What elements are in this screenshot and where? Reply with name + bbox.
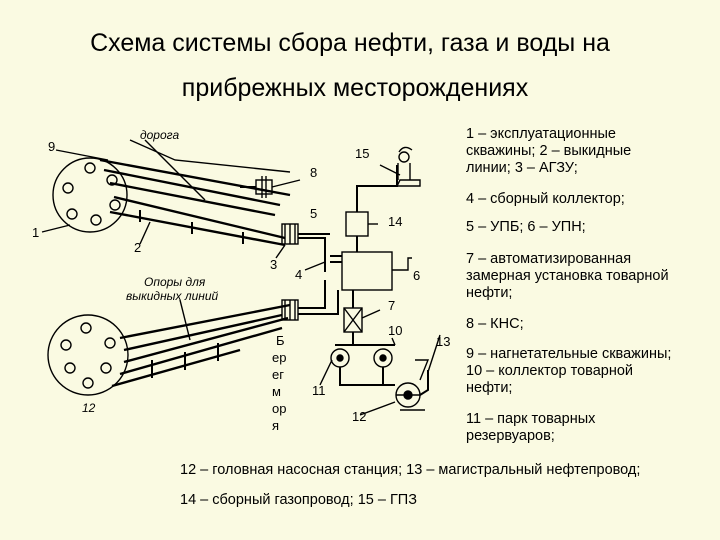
label-shore: Б [276,333,285,348]
label-2: 2 [134,240,141,255]
label-road: дорога [140,128,179,142]
label-shore: я [272,418,279,433]
label-4: 4 [295,267,302,282]
label-13: 13 [436,334,450,349]
well-marker [80,322,92,334]
label-10: 10 [388,323,402,338]
well-marker [106,174,118,186]
label-8: 8 [310,165,317,180]
label-shore: м [272,384,281,399]
label-5: 5 [310,206,317,221]
label-supports: Опоры для [144,275,206,289]
well-marker [66,208,78,220]
bottom-legend-line-1: 12 – головная насосная станция; 13 – маг… [180,462,641,478]
well-marker [82,377,94,389]
legend-line: 5 – УПБ; 6 – УПН; [466,219,586,235]
legend-line: скважины; 2 – выкидные [466,143,632,159]
well-marker [60,339,72,351]
legend-line: 8 – КНС; [466,316,524,332]
label-7: 7 [388,298,395,313]
well-marker [90,214,102,226]
label-15: 15 [355,146,369,161]
well-marker [62,182,74,194]
label-3: 3 [270,257,277,272]
label-6: 6 [413,268,420,283]
legend-line: линии; 3 – АГЗУ; [466,160,578,176]
label-1: 1 [32,225,39,240]
legend-line: 7 – автоматизированная [466,251,632,267]
well-marker [64,362,76,374]
legend-line: 9 – нагнетательные скважины; [466,346,672,362]
well-marker [109,199,121,211]
legend-line: замерная установка товарной [466,268,669,284]
label-12-cluster: 12 [82,401,96,415]
legend-line: 4 – сборный коллектор; [466,191,625,207]
title-line-1: Схема системы сбора нефти, газа и воды н… [90,29,610,57]
label-14: 14 [388,214,402,229]
well-cluster-top [52,157,128,233]
label-9: 9 [48,139,55,154]
legend-line: 10 – коллектор товарной [466,363,634,379]
title-line-2: прибрежных месторождениях [181,74,529,102]
label-shore: ер [272,350,286,365]
label-12: 12 [352,409,366,424]
label-11: 11 [312,383,326,398]
legend-line: 11 – парк товарных [466,411,596,427]
well-marker [100,362,112,374]
well-cluster-bottom [47,314,129,396]
label-supports: выкидных линий [126,289,219,303]
bottom-legend-line-2: 14 – сборный газопровод; 15 – ГПЗ [180,492,417,508]
well-marker [84,162,96,174]
legend-line: 1 – эксплуатационные [466,126,616,142]
well-marker [104,337,116,349]
legend-line: нефти; [466,285,513,301]
legend-line: резервуаров; [466,428,555,444]
upn-box [341,251,393,291]
label-shore: ег [272,367,284,382]
label-shore: ор [272,401,286,416]
upb-box [345,211,369,237]
legend-line: нефти; [466,380,513,396]
